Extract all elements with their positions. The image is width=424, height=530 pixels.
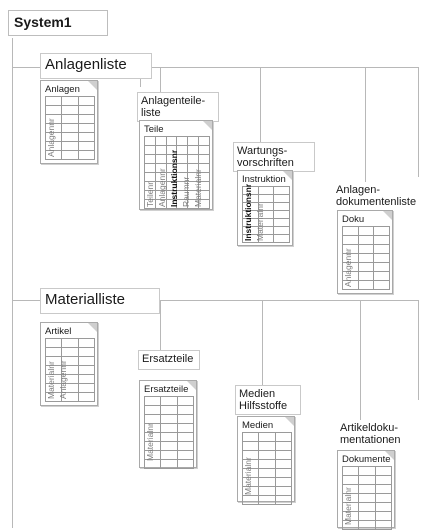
- field-label: Anlagennr: [157, 168, 167, 207]
- table-card-title: Artikel: [45, 326, 72, 337]
- field-label: Raumnr: [181, 176, 191, 207]
- table-card-title: Anlagen: [45, 84, 80, 95]
- connector-root-vertical: [12, 38, 13, 528]
- connector-anlagenliste-bus: [150, 67, 418, 68]
- connector-wartung-v: [260, 67, 261, 142]
- table-card-anlagen: Anlagen Anlagennr: [40, 80, 98, 164]
- field-label: Materialnr: [343, 487, 353, 525]
- table-grid: [242, 186, 290, 243]
- connector-dokuliste-v: [365, 67, 366, 182]
- page-corner-icon: [203, 121, 212, 130]
- wartungsvorschriften-label: Wartungs- vorschriften: [233, 142, 315, 172]
- table-card-medien: Medien Materialnr: [237, 416, 295, 505]
- table-card-dokumente: Dokumente Materialnr: [337, 450, 395, 530]
- anlagenliste-label: Anlagenliste: [40, 53, 152, 79]
- table-grid: [44, 338, 96, 402]
- table-card-artikel: Artikel Materialnr Anlagennr: [40, 322, 98, 406]
- page-corner-icon: [88, 81, 97, 90]
- table-grid: [44, 96, 96, 160]
- table-card-title: Medien: [242, 420, 274, 431]
- page-corner-icon: [385, 451, 394, 460]
- table-card-title: Ersatzteile: [144, 384, 189, 395]
- table-card-title: Instruktion: [242, 174, 286, 185]
- artikeldokumentationen-label: Artikeldoku- mentationen: [337, 420, 409, 450]
- root-node-label: System1: [8, 10, 108, 36]
- connector-materialliste-h: [12, 300, 42, 301]
- anlagendokumentenliste-label: Anlagen- dokumentenliste: [333, 182, 424, 212]
- connector-medien-v: [262, 300, 263, 385]
- table-grid: [143, 396, 195, 469]
- page-corner-icon: [88, 323, 97, 332]
- table-card-title: Doku: [342, 214, 365, 225]
- field-label: Anlagennr: [58, 360, 68, 399]
- field-label: Teilenr: [145, 181, 155, 207]
- table-card-doku: Doku Anlagennr: [337, 210, 393, 294]
- table-grid: [144, 136, 210, 209]
- connector-right2-v: [418, 300, 419, 400]
- field-label: Anlagennr: [46, 118, 56, 157]
- ersatzteile-label: Ersatzteile: [138, 350, 200, 370]
- field-label: Materialnr: [46, 361, 56, 399]
- medien-hilfsstoffe-label: Medien Hilfsstoffe: [235, 385, 301, 415]
- table-grid: [342, 226, 390, 290]
- connector-ersatzteile-v: [160, 300, 161, 350]
- field-label: Materialnr: [243, 457, 253, 495]
- field-label: Instruktionsnr: [169, 149, 179, 207]
- table-card-title: Teile: [144, 124, 164, 135]
- table-card-teile: Teile Teilenr Anlagennr Instruktionsnr R…: [139, 120, 213, 210]
- page-corner-icon: [283, 171, 292, 180]
- field-label: Materialnr: [255, 203, 265, 241]
- connector-anlagenliste-h: [12, 67, 42, 68]
- table-card-title: Dokumente: [342, 454, 391, 465]
- materialliste-label: Materialliste: [40, 288, 160, 314]
- table-card-instruktion: Instruktion Instruktionsnr Materialnr: [237, 170, 293, 246]
- field-label: Materialnr: [145, 423, 155, 461]
- page-corner-icon: [383, 211, 392, 220]
- connector-right-v: [418, 67, 419, 177]
- connector-anlagenteile-h: [160, 67, 161, 92]
- connector-artikeldoku-v: [360, 300, 361, 420]
- field-label: Anlagennr: [343, 248, 353, 287]
- connector-materialliste-bus: [160, 300, 418, 301]
- page-corner-icon: [187, 381, 196, 390]
- table-grid: [241, 432, 293, 505]
- table-grid: [341, 466, 393, 530]
- field-label: Instruktionsnr: [243, 183, 253, 241]
- page-corner-icon: [285, 417, 294, 426]
- field-label: Materialnr: [193, 169, 203, 207]
- anlagenteileliste-label: Anlagenteile- liste: [137, 92, 219, 122]
- table-card-ersatzteile: Ersatzteile Materialnr: [139, 380, 197, 469]
